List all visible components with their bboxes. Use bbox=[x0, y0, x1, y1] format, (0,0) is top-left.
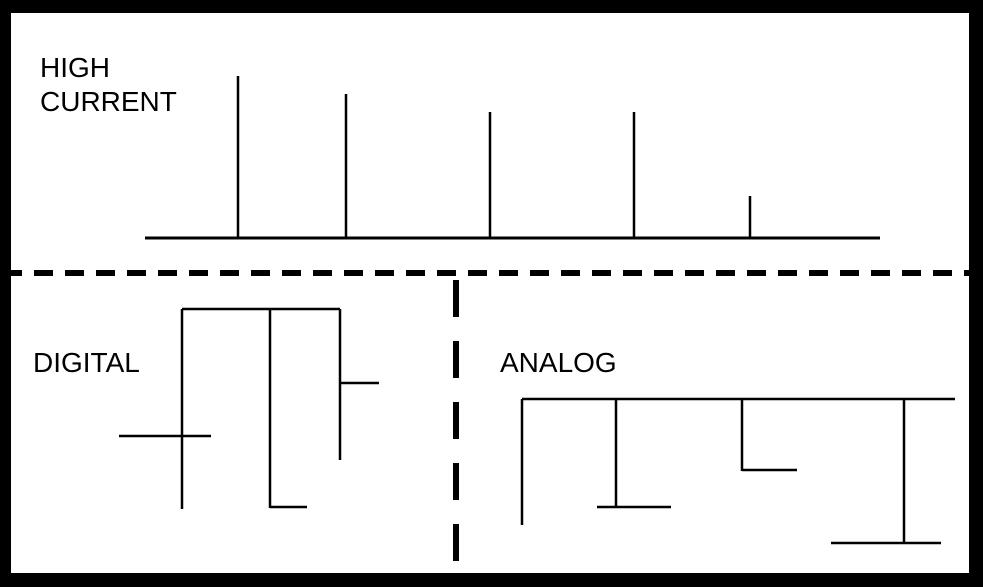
zone-digital: DIGITAL bbox=[33, 307, 379, 509]
zone-high-current: HIGH CURRENT bbox=[40, 52, 880, 240]
analog-traces bbox=[520, 397, 955, 545]
digital-traces bbox=[119, 307, 379, 509]
zone-label-high-current-line2: CURRENT bbox=[40, 86, 177, 117]
high-current-traces bbox=[145, 76, 880, 240]
zone-label-digital: DIGITAL bbox=[33, 347, 140, 378]
board-area bbox=[11, 13, 969, 573]
zone-label-high-current-line1: HIGH bbox=[40, 52, 110, 83]
zone-label-analog: ANALOG bbox=[500, 347, 617, 378]
zone-analog: ANALOG bbox=[500, 347, 955, 545]
